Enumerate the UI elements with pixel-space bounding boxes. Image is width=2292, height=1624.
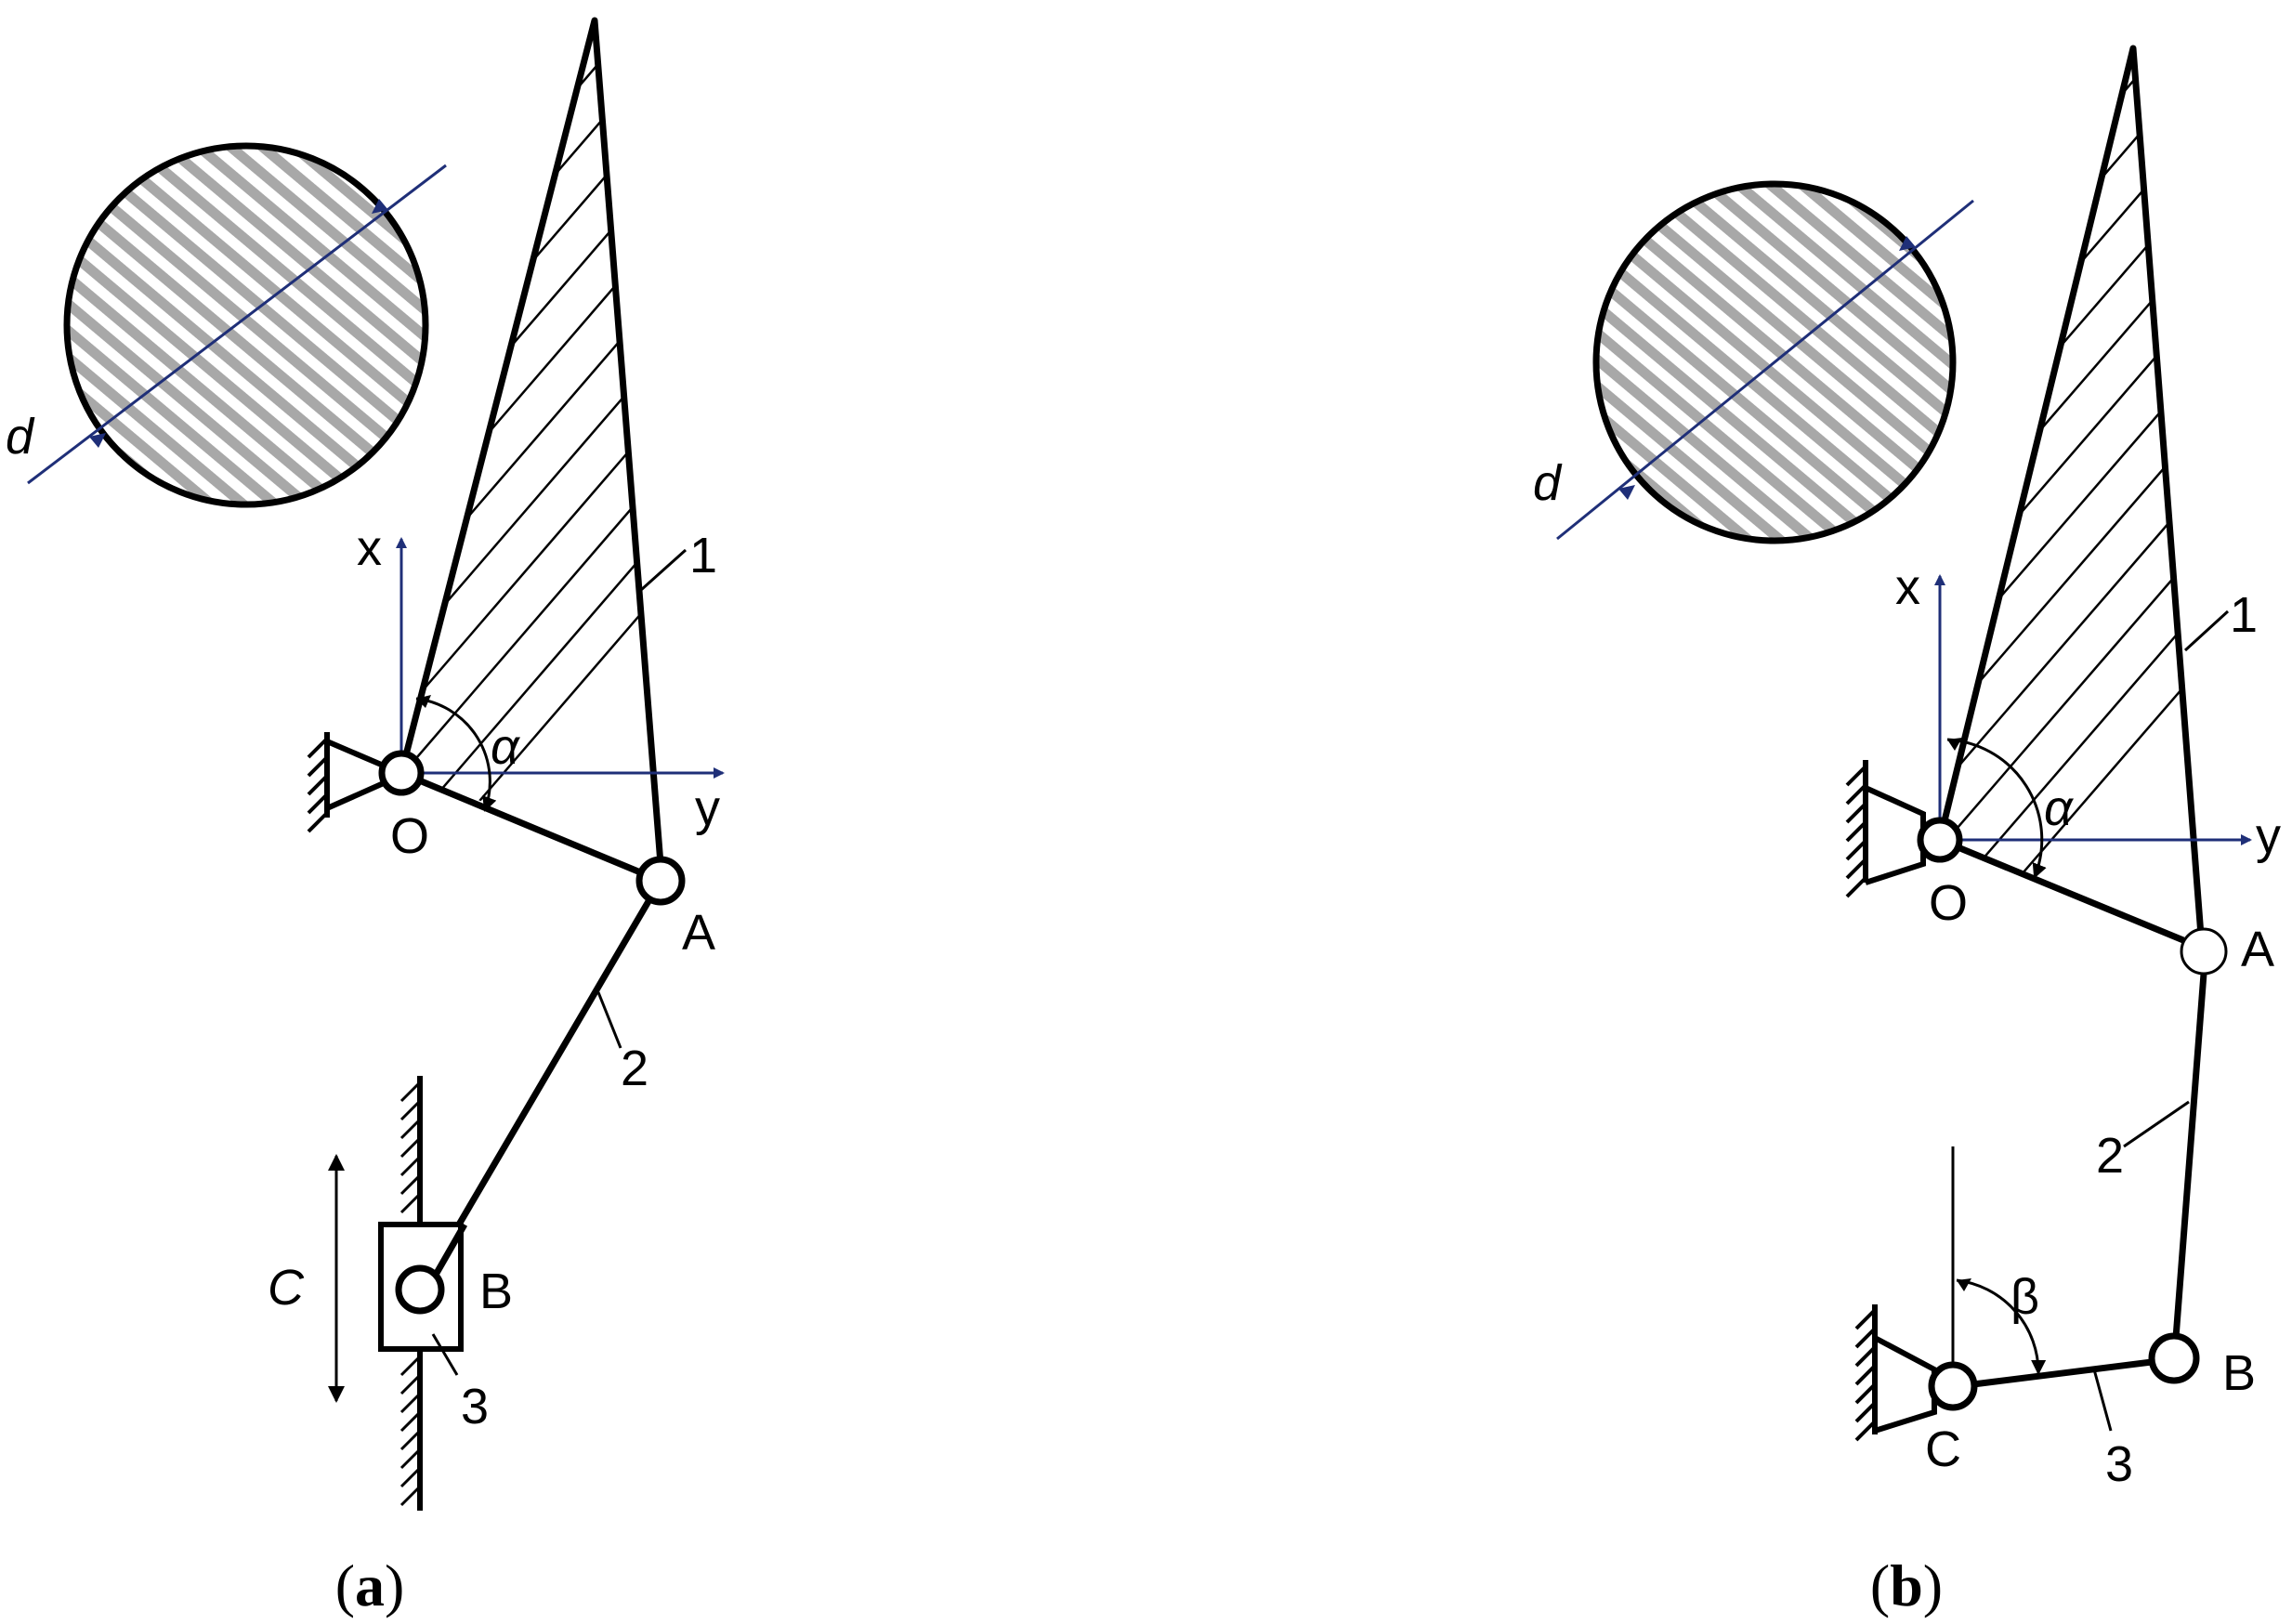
ground-support-c (1854, 1304, 1937, 1442)
joint-c-label: C (1925, 1421, 1961, 1477)
link-2 (455, 879, 664, 1226)
joint-b (2148, 1332, 2200, 1384)
workpiece-circle (27, 142, 447, 508)
y-axis-label: y (695, 780, 720, 836)
joint-a (2180, 927, 2228, 976)
beta-label: β (2010, 1269, 2039, 1325)
beta-arc-start-arrow (1957, 1278, 1971, 1291)
link-1-label: 1 (689, 528, 717, 583)
alpha-arc-start-arrow (1947, 738, 1962, 751)
leader-1 (639, 548, 688, 592)
y-axis-label: y (2256, 808, 2281, 864)
link-3-label: 3 (2105, 1436, 2133, 1492)
diameter-label: d (1533, 455, 1563, 511)
link-3 (1972, 1358, 2153, 1388)
diameter-label: d (6, 409, 35, 465)
joint-o (378, 750, 425, 796)
joint-b-label: B (479, 1264, 513, 1319)
joint-o (1917, 817, 1963, 863)
panel-b: d 1 (1533, 45, 2281, 1618)
caption-a-open: ( (335, 1552, 355, 1618)
diameter-arrow-lower (89, 433, 106, 448)
caption-b-close: ) (1923, 1552, 1943, 1618)
slider-guide (399, 1076, 423, 1511)
leader-2 (596, 991, 622, 1049)
leader-3 (431, 1333, 459, 1376)
joint-o-label: O (1929, 875, 1968, 931)
joint-o-label: O (390, 808, 429, 864)
caption-b: (b) (1870, 1552, 1943, 1618)
caption-b-letter: b (1890, 1552, 1923, 1618)
link-3-label: 3 (461, 1379, 489, 1434)
joint-b-label: B (2222, 1345, 2256, 1401)
beta-arc (1956, 1278, 2047, 1375)
x-axis-label: x (1895, 559, 1920, 615)
link-1-label: 1 (2230, 587, 2258, 643)
alpha-label: α (2044, 780, 2075, 836)
stroke-label: C (268, 1260, 305, 1316)
leader-1 (2183, 609, 2230, 652)
alpha-label: α (491, 719, 521, 775)
diameter-arrow-upper (372, 199, 388, 214)
joint-a (635, 856, 686, 906)
workpiece-circle (1556, 180, 1974, 544)
joint-a-label: A (682, 905, 715, 961)
ground-support-o (307, 732, 388, 833)
leader-2 (2123, 1100, 2190, 1148)
caption-a-letter: a (355, 1552, 385, 1618)
alpha-arc (1946, 738, 2047, 879)
caption-b-open: ( (1870, 1552, 1890, 1618)
joint-b (395, 1264, 445, 1315)
x-axis-label: x (357, 520, 382, 576)
ground-support-o (1845, 760, 1926, 898)
link-2-end (432, 1223, 468, 1277)
alpha-arc (415, 697, 497, 812)
alpha-arc-start-arrow (416, 695, 431, 708)
joint-c (1928, 1361, 1978, 1411)
panel-a: d 1 (6, 17, 725, 1618)
diameter-arrow-upper (1899, 236, 1916, 251)
link-2 (2172, 973, 2207, 1339)
caption-a: (a) (335, 1552, 405, 1618)
link-2-label: 2 (2096, 1128, 2124, 1184)
link-1-lever (398, 17, 664, 884)
diameter-arrow-lower (1618, 485, 1635, 500)
joint-a-label: A (2241, 922, 2274, 977)
leader-3 (2092, 1369, 2113, 1432)
link-2-label: 2 (621, 1041, 648, 1096)
caption-a-close: ) (385, 1552, 404, 1618)
